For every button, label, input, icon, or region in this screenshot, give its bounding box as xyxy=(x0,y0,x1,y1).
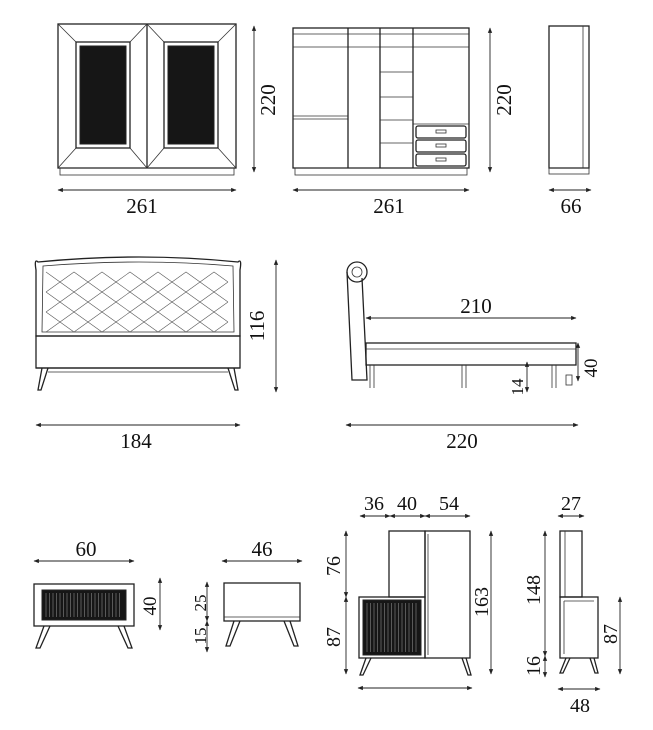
bed-side-length-label: 220 xyxy=(446,429,478,453)
nightstand-width-label: 60 xyxy=(76,537,97,561)
wardrobe-front-height-label: 220 xyxy=(256,84,280,116)
dresser-width-right-label: 54 xyxy=(439,493,459,515)
mirror-depth-top-label: 27 xyxy=(561,493,581,515)
side-table-view xyxy=(223,582,301,647)
wardrobe-front-view xyxy=(57,23,237,176)
nightstand-view xyxy=(33,583,135,649)
mirror-leg-height-label: 16 xyxy=(523,656,545,676)
nightstand-dims xyxy=(33,558,163,631)
mirror-body-height-label: 87 xyxy=(600,624,622,644)
dresser-slats xyxy=(366,603,417,652)
dresser-upper-height-label: 76 xyxy=(323,556,345,576)
side-table-top-label: 25 xyxy=(191,595,210,612)
bed-frame-height-label: 40 xyxy=(581,359,602,378)
dresser-width-mid-label: 40 xyxy=(397,493,417,515)
dresser-view xyxy=(358,530,472,676)
mirror-side-dims xyxy=(542,513,623,692)
dresser-total-height-label: 163 xyxy=(471,587,493,617)
nightstand-height-label: 40 xyxy=(140,597,161,616)
wardrobe-interior-height-label: 220 xyxy=(492,84,516,116)
mirror-side-view xyxy=(559,530,599,674)
nightstand-slats xyxy=(45,593,120,617)
side-table-leg-label: 15 xyxy=(191,628,210,645)
bed-headboard-view xyxy=(34,256,242,391)
wardrobe-side-view xyxy=(548,25,592,193)
tufted-pattern xyxy=(45,271,229,333)
side-table-width-label: 46 xyxy=(252,537,273,561)
wardrobe-interior-width-label: 261 xyxy=(373,194,405,218)
dresser-width-left-label: 36 xyxy=(364,493,384,515)
bed-side-view xyxy=(346,261,577,388)
bed-side-dims xyxy=(345,315,581,428)
bed-mattress-length-label: 210 xyxy=(460,294,492,318)
bed-headboard-width-label: 184 xyxy=(120,429,152,453)
dresser-lower-height-label: 87 xyxy=(323,627,345,647)
mirror-depth-bottom-label: 48 xyxy=(570,695,590,717)
mirror-height-label: 148 xyxy=(523,575,545,605)
bed-headboard-height-label: 116 xyxy=(245,311,269,342)
wardrobe-side-depth-label: 66 xyxy=(561,194,582,218)
wardrobe-front-dims xyxy=(57,25,257,193)
dresser-dims xyxy=(343,513,494,691)
bed-headboard-dims xyxy=(35,259,279,428)
side-table-dims xyxy=(204,558,303,653)
bed-leg-height-label: 14 xyxy=(508,378,527,396)
wardrobe-interior-view xyxy=(292,27,470,176)
wardrobe-interior-dims xyxy=(292,27,493,193)
wardrobe-front-width-label: 261 xyxy=(126,194,158,218)
